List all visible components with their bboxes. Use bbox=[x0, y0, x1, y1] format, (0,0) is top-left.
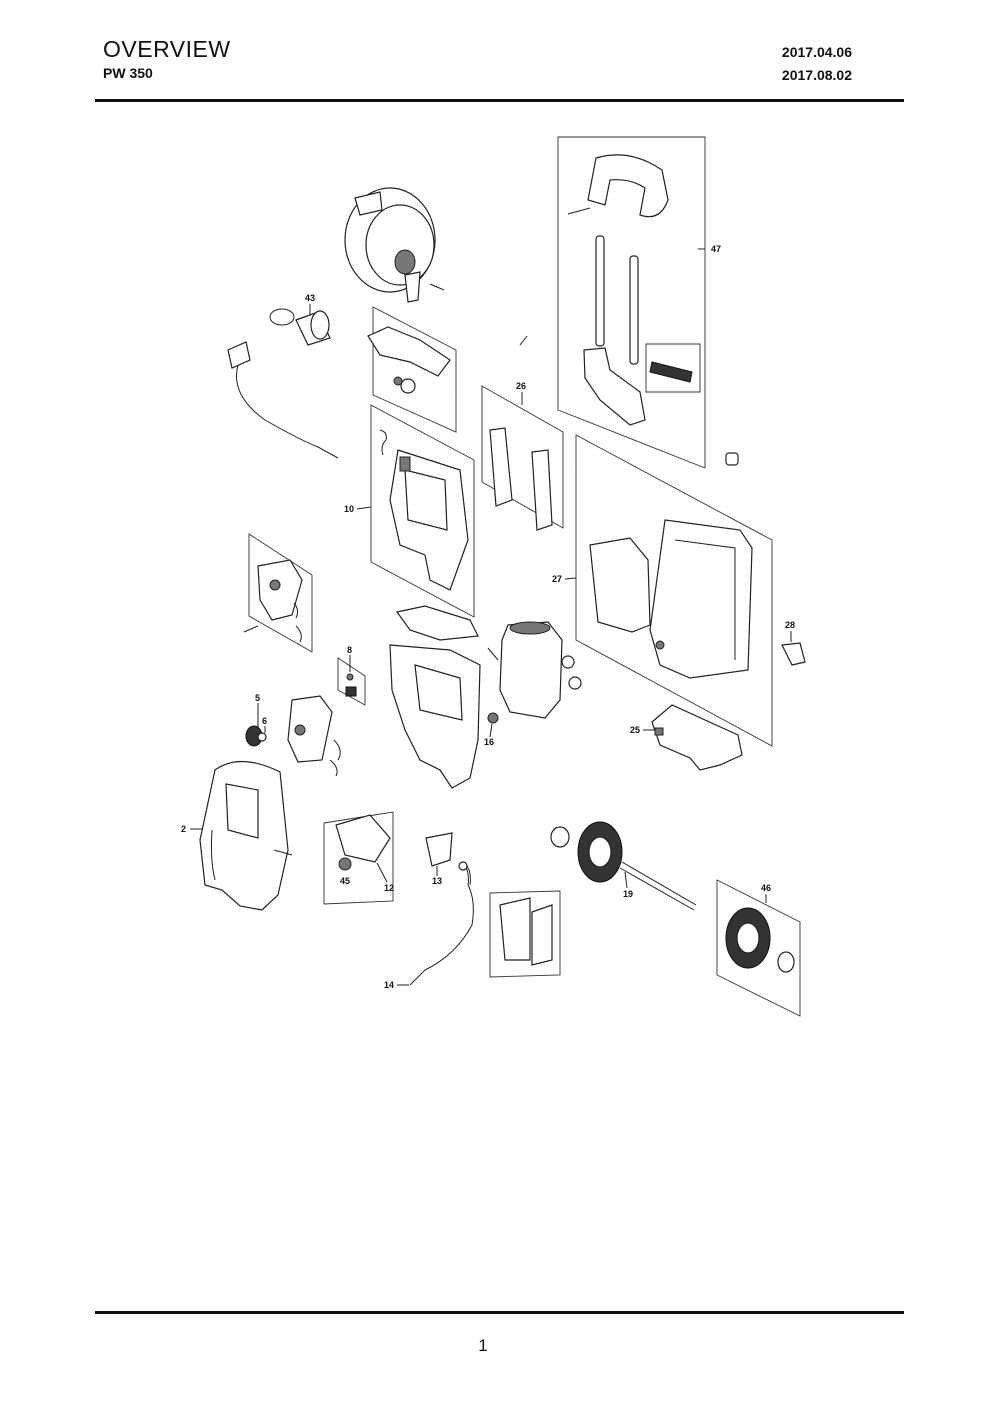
front-panel-group bbox=[243, 533, 313, 653]
latch-28 bbox=[781, 642, 806, 666]
model-name: PW 350 bbox=[103, 65, 153, 81]
callout-26: 26 bbox=[516, 381, 526, 391]
callout-2: 2 bbox=[181, 824, 186, 834]
callout-16: 16 bbox=[484, 737, 494, 747]
wheel-group-46 bbox=[716, 879, 801, 1017]
housing-group bbox=[370, 404, 475, 618]
callout-47: 47 bbox=[711, 244, 721, 254]
date-created: 2017.04.06 bbox=[781, 44, 852, 60]
callout-25: 25 bbox=[630, 725, 640, 735]
hose-14 bbox=[409, 861, 474, 986]
upper-cap-group bbox=[367, 306, 457, 433]
callout-46: 46 bbox=[761, 883, 771, 893]
chassis-group bbox=[575, 434, 773, 747]
page-title: OVERVIEW bbox=[103, 36, 231, 62]
callout-19: 19 bbox=[623, 889, 633, 899]
callout-5: 5 bbox=[255, 693, 260, 703]
clamp-filter bbox=[269, 308, 331, 346]
side-cover-group bbox=[489, 890, 561, 978]
power-cord bbox=[227, 341, 339, 459]
callout-28: 28 bbox=[785, 620, 795, 630]
connector-13 bbox=[425, 832, 453, 867]
front-shell bbox=[199, 760, 293, 911]
callout-12: 12 bbox=[384, 883, 394, 893]
callout-45: 45 bbox=[340, 876, 350, 886]
filter-housing-group bbox=[323, 811, 394, 905]
handle-assembly-group bbox=[519, 136, 739, 469]
base-tray bbox=[651, 704, 743, 771]
callout-13: 13 bbox=[432, 876, 442, 886]
side-panels-group bbox=[481, 385, 564, 531]
date-revised: 2017.08.02 bbox=[781, 67, 852, 83]
callout-6: 6 bbox=[262, 716, 267, 726]
knob-group bbox=[245, 725, 267, 747]
callout-27: 27 bbox=[552, 574, 562, 584]
callout-labels: 2 5 6 8 10 12 13 14 16 19 25 26 27 28 43… bbox=[181, 244, 795, 990]
hose-reel bbox=[344, 187, 445, 303]
callout-8: 8 bbox=[347, 645, 352, 655]
motor-housing-assembly bbox=[389, 605, 582, 789]
callout-43: 43 bbox=[305, 293, 315, 303]
control-panel-cover bbox=[287, 695, 341, 777]
page-number: 1 bbox=[478, 1336, 488, 1355]
header-rule bbox=[95, 99, 904, 102]
callout-14: 14 bbox=[384, 980, 394, 990]
callout-10: 10 bbox=[344, 504, 354, 514]
switch-group bbox=[337, 657, 366, 706]
wheel-assembly bbox=[550, 821, 697, 911]
footer-rule bbox=[95, 1311, 904, 1314]
